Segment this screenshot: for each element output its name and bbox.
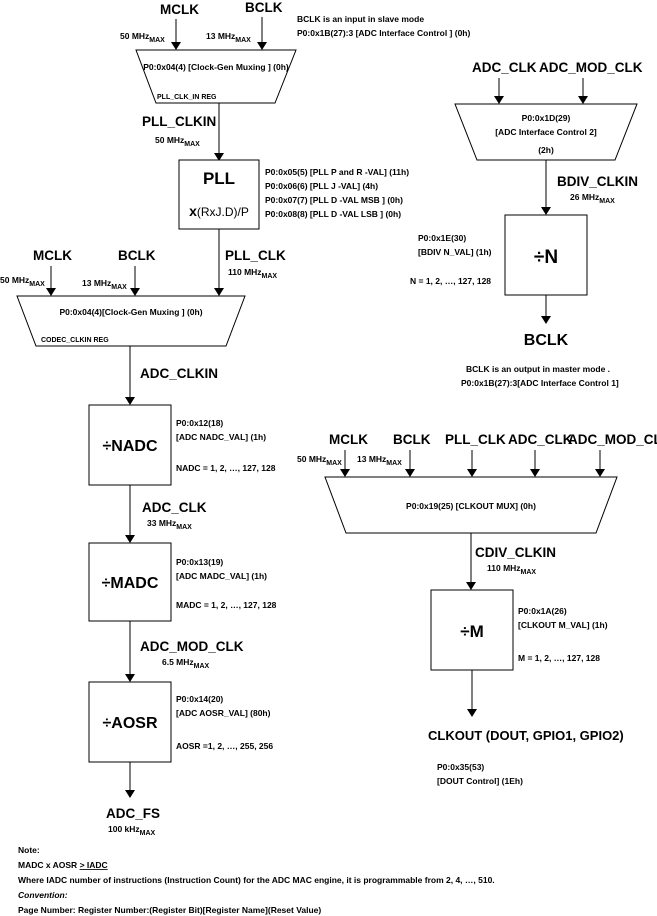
madc-reg-1: P0:0x13(19) (176, 557, 223, 567)
pll-reg-3: P0:0x07(7) [PLL D -VAL MSB ] (0h) (265, 195, 403, 205)
pll-block (178, 159, 260, 230)
madc-range: MADC = 1, 2, …, 127, 128 (176, 600, 277, 610)
aosr-reg-2: [ADC AOSR_VAL] (80h) (176, 708, 271, 718)
bclk-master-note-2: P0:0x1B(27):3[ADC Interface Control 1] (461, 378, 619, 388)
pll-reg-4: P0:0x08(8) [PLL D -VAL LSB ] (0h) (265, 209, 401, 219)
bclk-slave-note-1: BCLK is an input in slave mode (297, 14, 424, 24)
mux3-label-2: [ADC Interface Control 2] (495, 127, 597, 137)
bdiv-adcclk-label: ADC_CLK (472, 60, 537, 75)
mdiv-reg-2: [CLKOUT M_VAL] (1h) (518, 620, 608, 630)
clkout-mclk-label: MCLK (329, 432, 368, 447)
madc-reg-2: [ADC MADC_VAL] (1h) (176, 571, 267, 581)
cdiv-clkin-max: 110 MHzMAX (487, 563, 536, 576)
mdiv-range: M = 1, 2, …, 127, 128 (518, 653, 600, 663)
notes-line-1: MADC x AOSR > IADC (18, 860, 108, 870)
cdiv-clkin-label: CDIV_CLKIN (475, 545, 556, 560)
clkout-adcmodclk-label: ADC_MOD_CLK (568, 432, 657, 447)
mux1-trapezoid (135, 49, 297, 104)
pll-clkin-label: PLL_CLKIN (142, 114, 216, 129)
notes-title: Note: (18, 845, 40, 855)
clkout-reg-2: [DOUT Control] (1Eh) (437, 776, 523, 786)
notes-line-3: Page Number: Register Number:(Register B… (18, 905, 321, 915)
mux1-mclk-max: 50 MHzMAX (120, 31, 165, 44)
ndiv-block (504, 214, 588, 296)
adc-mod-clk-label: ADC_MOD_CLK (140, 639, 244, 654)
pll-clkin-max: 50 MHzMAX (155, 135, 200, 148)
nadc-title: ÷NADC (103, 438, 158, 455)
mux2-pllclk-label: PLL_CLK (225, 248, 286, 263)
pll-reg-1: P0:0x05(5) [PLL P and R -VAL] (11h) (265, 167, 409, 177)
mdiv-block (430, 589, 514, 671)
ndiv-reg-2: [BDIV N_VAL] (1h) (418, 247, 492, 257)
clkout-bclk-max: 13 MHzMAX (357, 454, 402, 467)
clkout-pllclk-label: PLL_CLK (445, 432, 506, 447)
aosr-title: ÷AOSR (102, 715, 157, 732)
notes-convention: Convention: (18, 890, 68, 900)
notes-line-2: Where IADC number of instructions (Instr… (18, 875, 495, 885)
madc-title: ÷MADC (102, 575, 159, 592)
bclk-slave-note-2: P0:0x1B(27):3 [ADC Interface Control ] (… (297, 28, 471, 38)
mux4-label: P0:0x19(25) [CLKOUT MUX] (0h) (406, 501, 536, 511)
bdiv-adcmodclk-label: ADC_MOD_CLK (539, 60, 643, 75)
mux1-bclk-max: 13 MHzMAX (206, 31, 251, 44)
nadc-reg-1: P0:0x12(18) (176, 418, 223, 428)
mdiv-title: ÷M (460, 622, 484, 641)
adc-clk-label: ADC_CLK (142, 500, 207, 515)
ndiv-title: ÷N (534, 247, 558, 268)
mux3-label-3: (2h) (538, 145, 554, 155)
clkout-reg-1: P0:0x35(53) (437, 762, 484, 772)
bclk-out-label: BCLK (524, 332, 569, 349)
mux2-trapezoid (16, 295, 246, 347)
mux2-label: P0:0x04(4)[Clock-Gen Muxing ] (0h) (59, 307, 202, 317)
mux2-mclk-label: MCLK (33, 248, 72, 263)
mux1-reg: PLL_CLK_IN REG (157, 94, 217, 101)
mux1-label: P0:0x04(4) [Clock-Gen Muxing ] (0h) (143, 62, 289, 72)
mux1-bclk-label: BCLK (245, 0, 283, 15)
pll-reg-2: P0:0x06(6) [PLL J -VAL] (4h) (265, 181, 378, 191)
aosr-block (88, 681, 172, 763)
adc-clkin-label: ADC_CLKIN (140, 366, 218, 381)
adc-clk-max: 33 MHzMAX (147, 518, 192, 531)
adc-fs-label: ADC_FS (106, 806, 160, 821)
mdiv-reg-1: P0:0x1A(26) (518, 606, 567, 616)
mux2-pllclk-max: 110 MHzMAX (228, 267, 277, 280)
mux1-mclk-label: MCLK (160, 2, 199, 17)
ndiv-range: N = 1, 2, …, 127, 128 (410, 276, 491, 286)
bclk-master-note-1: BCLK is an output in master mode . (466, 364, 610, 374)
ndiv-reg-1: P0:0x1E(30) (418, 233, 466, 243)
aosr-range: AOSR =1, 2, …, 255, 256 (176, 741, 273, 751)
bdiv-clkin-max: 26 MHzMAX (570, 192, 615, 205)
mux3-trapezoid (454, 103, 638, 161)
mux4-trapezoid (324, 476, 618, 534)
bdiv-clkin-label: BDIV_CLKIN (557, 174, 638, 189)
mux2-bclk-max: 13 MHzMAX (82, 278, 127, 291)
clkout-label: CLKOUT (DOUT, GPIO1, GPIO2) (428, 728, 624, 743)
aosr-reg-1: P0:0x14(20) (176, 694, 223, 704)
nadc-reg-2: [ADC NADC_VAL] (1h) (176, 432, 266, 442)
adc-fs-max: 100 kHzMAX (108, 824, 156, 837)
nadc-block (88, 404, 172, 486)
clkout-adcclk-label: ADC_CLK (508, 432, 573, 447)
nadc-range: NADC = 1, 2, …, 127, 128 (176, 463, 276, 473)
clkout-bclk-label: BCLK (393, 432, 431, 447)
mux2-reg: CODEC_CLKIN REG (41, 337, 109, 344)
mux2-mclk-max: 50 MHzMAX (0, 275, 45, 288)
mux3-label-1: P0:0x1D(29) (522, 113, 571, 123)
mux2-bclk-label: BCLK (118, 248, 156, 263)
clkout-mclk-max: 50 MHzMAX (297, 454, 342, 467)
pll-title: PLL (203, 169, 235, 188)
pll-formula: x(RxJ.D)/P (189, 203, 249, 219)
adc-mod-clk-max: 6.5 MHzMAX (162, 657, 210, 670)
